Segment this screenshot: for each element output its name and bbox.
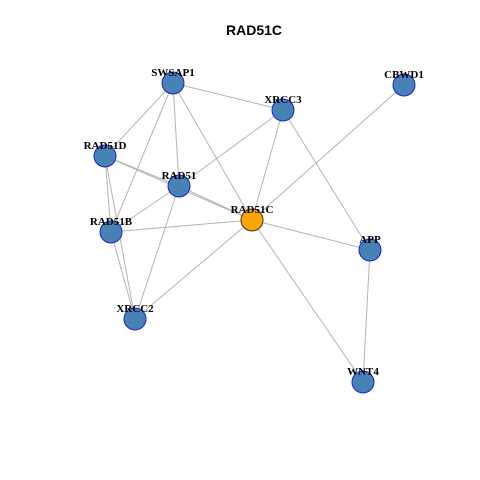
edge-rad51-xrcc2 (134, 185, 180, 320)
node-label-wnt4: WNT4 (347, 366, 379, 378)
node-rad51d[interactable]: RAD51D (84, 140, 127, 168)
edge-swsap1-rad51 (172, 82, 180, 187)
edge-rad51-rad51c (178, 185, 253, 221)
node-circle-wnt4[interactable] (351, 370, 375, 394)
node-label-cbwd1: CBWD1 (384, 69, 424, 81)
node-circle-xrcc3[interactable] (271, 98, 295, 122)
node-label-xrcc2: XRCC2 (116, 303, 154, 315)
edge-xrcc3-rad51c (251, 109, 284, 221)
edge-rad51d-rad51b (104, 155, 112, 233)
edge-rad51b-rad51c (110, 219, 253, 233)
node-label-rad51: RAD51 (162, 170, 197, 182)
node-circle-rad51[interactable] (167, 174, 191, 198)
node-circle-rad51c[interactable] (240, 208, 264, 232)
graph-title: RAD51C (226, 22, 282, 38)
node-rad51b[interactable]: RAD51B (90, 216, 133, 244)
edge-layer (104, 82, 405, 383)
edge-rad51b-xrcc2 (110, 231, 136, 320)
edge-xrcc3-rad51 (178, 109, 284, 187)
node-circle-cbwd1[interactable] (392, 73, 416, 97)
node-rad51[interactable]: RAD51 (162, 170, 197, 198)
node-rad51c[interactable]: RAD51C (231, 204, 274, 232)
node-circle-rad51d[interactable] (93, 144, 117, 168)
node-cbwd1[interactable]: CBWD1 (384, 69, 424, 97)
node-label-rad51d: RAD51D (84, 140, 127, 152)
edge-swsap1-rad51b (110, 82, 174, 233)
edge-xrcc3-app (282, 109, 371, 251)
edge-rad51-rad51b (110, 185, 180, 233)
node-xrcc3[interactable]: XRCC3 (264, 94, 302, 122)
edge-rad51c-app (251, 219, 371, 251)
node-swsap1[interactable]: SWSAP1 (151, 67, 195, 95)
edge-swsap1-rad51d (104, 82, 174, 157)
edge-rad51c-wnt4 (251, 219, 364, 383)
edge-cbwd1-rad51c (251, 84, 405, 221)
edge-swsap1-xrcc3 (172, 82, 284, 111)
node-app[interactable]: APP (358, 234, 382, 262)
node-wnt4[interactable]: WNT4 (347, 366, 379, 394)
edge-rad51c-xrcc2 (134, 219, 253, 320)
node-label-rad51c: RAD51C (231, 204, 274, 216)
edge-swsap1-rad51c (172, 82, 253, 221)
node-label-swsap1: SWSAP1 (151, 67, 194, 79)
node-circle-rad51b[interactable] (99, 220, 123, 244)
edge-app-wnt4 (362, 249, 371, 383)
node-circle-app[interactable] (358, 238, 382, 262)
node-label-xrcc3: XRCC3 (264, 94, 302, 106)
node-label-rad51b: RAD51B (90, 216, 133, 228)
node-circle-swsap1[interactable] (161, 71, 185, 95)
node-circle-xrcc2[interactable] (123, 307, 147, 331)
node-label-app: APP (359, 234, 381, 246)
node-xrcc2[interactable]: XRCC2 (116, 303, 154, 331)
